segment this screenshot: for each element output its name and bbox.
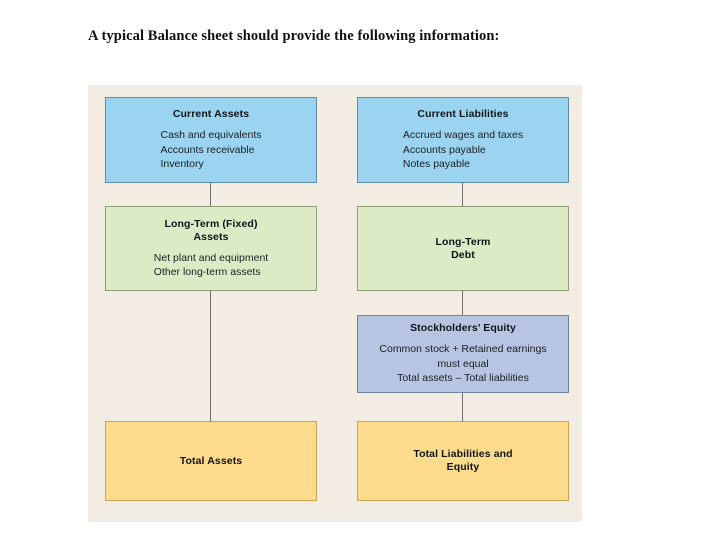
assets-column: Current Assets Cash and equivalents Acco…: [105, 85, 319, 522]
balance-sheet-diagram: Current Assets Cash and equivalents Acco…: [88, 85, 582, 522]
node-long-term-fixed-assets[interactable]: Long-Term (Fixed) Assets Net plant and e…: [105, 206, 317, 291]
node-long-term-debt-title: Long-Term Debt: [436, 236, 491, 262]
list-item: Accounts payable: [402, 143, 486, 156]
connector-long-term-assets-to-total-assets: [210, 291, 211, 421]
node-current-liabilities-lines: Accrued wages and taxes Accounts payable…: [403, 128, 523, 172]
title-line-1: Total Liabilities and: [413, 448, 513, 460]
node-stockholders-equity-lines: Common stock + Retained earnings must eq…: [379, 342, 546, 386]
connector-long-term-debt-to-stockholders-equity: [462, 291, 463, 315]
node-current-liabilities[interactable]: Current Liabilities Accrued wages and ta…: [357, 97, 569, 183]
node-total-liabilities-and-equity-title: Total Liabilities and Equity: [413, 448, 512, 474]
title-line-2: Debt: [451, 248, 475, 261]
list-item: Accrued wages and taxes: [402, 129, 524, 142]
list-item: must equal: [437, 357, 489, 370]
title-line-1: Long-Term: [435, 235, 491, 248]
liabilities-and-equity-column: Current Liabilities Accrued wages and ta…: [357, 85, 571, 522]
list-item: Common stock + Retained earnings: [379, 343, 547, 356]
page-title: A typical Balance sheet should provide t…: [88, 28, 500, 44]
connector-stockholders-equity-to-total-liabilities: [462, 393, 463, 421]
node-long-term-debt[interactable]: Long-Term Debt: [357, 206, 569, 291]
node-total-assets[interactable]: Total Assets: [105, 421, 317, 501]
list-item: Inventory: [160, 158, 204, 171]
node-current-liabilities-title: Current Liabilities: [417, 108, 509, 121]
connector-current-assets-to-long-term-assets: [210, 183, 211, 206]
node-current-assets[interactable]: Current Assets Cash and equivalents Acco…: [105, 97, 317, 183]
list-item: Total assets – Total liabilities: [397, 372, 529, 385]
list-item: Other long-term assets: [153, 266, 261, 278]
node-current-assets-lines: Cash and equivalents Accounts receivable…: [161, 128, 262, 172]
title-line-1: Long-Term (Fixed): [164, 217, 258, 230]
node-long-term-fixed-assets-lines: Net plant and equipment Other long-term …: [154, 251, 268, 280]
title-line-2: Equity: [446, 461, 480, 473]
title-line-2: Assets: [193, 230, 229, 243]
node-total-liabilities-and-equity[interactable]: Total Liabilities and Equity: [357, 421, 569, 501]
node-long-term-fixed-assets-title: Long-Term (Fixed) Assets: [164, 218, 257, 244]
node-stockholders-equity-title: Stockholders’ Equity: [410, 322, 516, 335]
node-stockholders-equity[interactable]: Stockholders’ Equity Common stock + Reta…: [357, 315, 569, 393]
node-total-assets-title: Total Assets: [179, 454, 243, 467]
list-item: Accounts receivable: [160, 143, 255, 156]
connector-current-liabilities-to-long-term-debt: [462, 183, 463, 206]
list-item: Net plant and equipment: [153, 251, 269, 264]
list-item: Notes payable: [402, 158, 471, 171]
node-current-assets-title: Current Assets: [172, 108, 250, 121]
list-item: Cash and equivalents: [160, 129, 262, 142]
